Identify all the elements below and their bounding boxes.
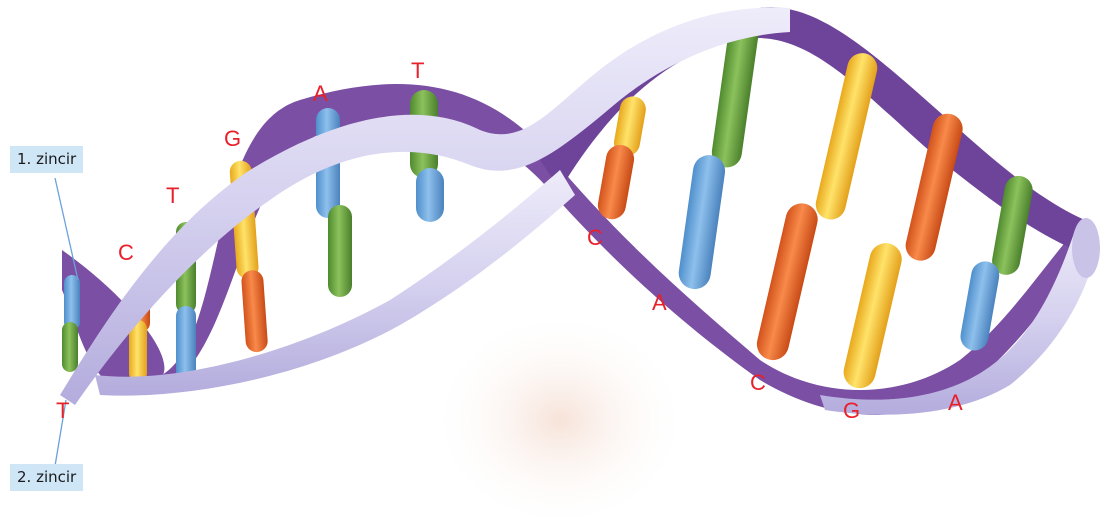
base-letter: A — [948, 390, 963, 415]
base-pair — [62, 275, 80, 372]
strand-2-label: 2. zincir — [10, 464, 83, 491]
base-letter: G — [843, 398, 860, 423]
base-letter: C — [587, 225, 603, 250]
base-letter: A — [652, 290, 667, 315]
base-letter: C — [750, 370, 766, 395]
base-letter: C — [118, 240, 134, 265]
base-letter: T — [56, 398, 69, 423]
base-letter: G — [224, 126, 241, 151]
front-strand-end — [1072, 218, 1100, 278]
base-letter: T — [166, 183, 179, 208]
strand-1-label: 1. zincir — [10, 146, 83, 173]
base-letter: T — [411, 58, 424, 83]
background-watermark — [430, 310, 690, 518]
base-letter: A — [313, 81, 328, 106]
